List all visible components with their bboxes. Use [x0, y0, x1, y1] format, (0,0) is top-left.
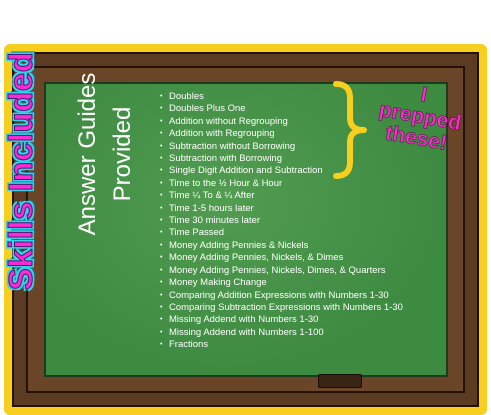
skills-list: Doubles Doubles Plus One Addition withou…	[160, 91, 403, 352]
chalkboard-eraser	[318, 374, 362, 388]
list-item: Subtraction with Borrowing	[160, 153, 403, 165]
list-item: Time to the ½ Hour & Hour	[160, 178, 403, 190]
list-item: Single Digit Addition and Subtraction	[160, 165, 403, 177]
list-item: Addition without Regrouping	[160, 116, 403, 128]
list-item: Doubles	[160, 91, 403, 103]
list-item: Money Adding Pennies, Nickels, Dimes, & …	[160, 265, 403, 277]
list-item: Comparing Subtraction Expressions with N…	[160, 302, 403, 314]
list-item: Doubles Plus One	[160, 103, 403, 115]
list-item: Time ¼ To & ¼ After	[160, 190, 403, 202]
curly-brace-icon	[333, 81, 367, 179]
list-item: Time 1-5 hours later	[160, 203, 403, 215]
list-item: Money Making Change	[160, 277, 403, 289]
list-item: Subtraction without Borrowing	[160, 141, 403, 153]
list-item: Time Passed	[160, 227, 403, 239]
skills-included-title: Skills Included	[2, 51, 40, 291]
list-item: Comparing Addition Expressions with Numb…	[160, 290, 403, 302]
provided-title: Provided	[109, 106, 136, 202]
list-item: Missing Addend with Numbers 1-100	[160, 327, 403, 339]
list-item: Missing Addend with Numbers 1-30	[160, 314, 403, 326]
list-item: Fractions	[160, 339, 403, 351]
list-item: Addition with Regrouping	[160, 128, 403, 140]
answer-guides-title: Answer Guides	[74, 72, 101, 236]
list-item: Money Adding Pennies, Nickels, & Dimes	[160, 252, 403, 264]
list-item: Time 30 minutes later	[160, 215, 403, 227]
list-item: Money Adding Pennies & Nickels	[160, 240, 403, 252]
